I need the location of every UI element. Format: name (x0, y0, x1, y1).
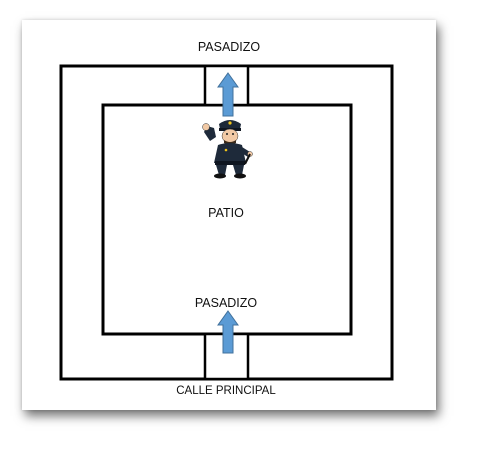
up-arrow-icon (217, 310, 239, 354)
bottom-passage (203, 332, 250, 381)
bottom-passage-label: PASADIZO (194, 296, 258, 310)
courtyard-label: PATIO (208, 206, 244, 220)
street-label: CALLE PRINCIPAL (176, 385, 276, 397)
police-officer-icon (202, 120, 253, 179)
top-passage-label: PASADIZO (197, 40, 261, 54)
up-arrow-icon (217, 72, 239, 117)
